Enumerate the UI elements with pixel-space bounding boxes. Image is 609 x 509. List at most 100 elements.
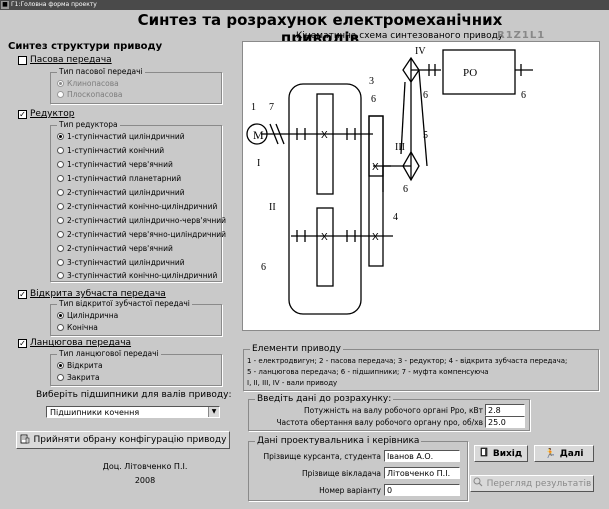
open-gear-radio[interactable] xyxy=(57,324,64,331)
chain-radio[interactable] xyxy=(57,362,64,369)
reducer-radio[interactable] xyxy=(57,231,64,238)
calc-heading: Введіть дані до розрахунку: xyxy=(255,394,394,404)
reducer-radio[interactable] xyxy=(57,272,64,279)
open-gear-checkbox-label: Відкрита зубчаста передача xyxy=(30,289,166,299)
kinematic-diagram: X X X X М РО 1 7 I II 3 6 4 III 6 5 IV 6… xyxy=(242,41,600,331)
calc-group: Введіть дані до розрахунку: Потужність н… xyxy=(248,394,530,431)
reducer-radio[interactable] xyxy=(57,245,64,252)
student-input[interactable]: Іванов А.О. xyxy=(384,450,460,462)
reducer-checkbox-box[interactable]: ✓ xyxy=(18,109,27,119)
variant-input[interactable]: 0 xyxy=(384,484,460,496)
open-gear-option-conical[interactable]: Конічна xyxy=(57,323,98,332)
reducer-checkbox[interactable]: ✓ Редуктор xyxy=(18,109,74,119)
reducer-type-group: Тип редуктора 1-ступінчастий циліндрични… xyxy=(50,120,226,282)
chain-checkbox-box[interactable]: ✓ xyxy=(18,338,27,348)
reducer-radio[interactable] xyxy=(57,203,64,210)
power-input[interactable]: 2.8 xyxy=(485,404,525,416)
view-results-button[interactable]: Перегляд результатів xyxy=(470,475,594,492)
chain-option-label: Закрита xyxy=(67,373,100,382)
reducer-option-label: 1-ступінчастий конічний xyxy=(67,146,165,155)
label-shaft-ii: II xyxy=(269,202,276,213)
chevron-down-icon[interactable]: ▼ xyxy=(208,407,219,417)
scheme-subtitle: Кінематична схема синтезованого приводу xyxy=(296,31,504,41)
reducer-radio[interactable] xyxy=(57,189,64,196)
runner-icon: 🏃 xyxy=(544,448,556,459)
belt-radio-flat[interactable] xyxy=(57,91,64,98)
label-6-d: 6 xyxy=(521,90,526,101)
reducer-radio[interactable] xyxy=(57,133,64,140)
reducer-option[interactable]: 2-ступінчастий черв'ячний xyxy=(57,244,173,253)
chain-checkbox[interactable]: ✓ Ланцюгова передача xyxy=(18,338,131,348)
label-shaft-i: I xyxy=(257,158,260,169)
label-5: 5 xyxy=(423,130,428,141)
open-gear-radio[interactable] xyxy=(57,312,64,319)
reducer-option[interactable]: 3-ступінчастий конічно-циліндричний xyxy=(57,271,217,280)
reducer-option[interactable]: 1-ступінчастий черв'ячний xyxy=(57,160,173,169)
accept-config-label: Прийняти обрану конфігурацію приводу xyxy=(33,435,227,445)
reducer-radio[interactable] xyxy=(57,217,64,224)
label-3: 3 xyxy=(369,76,374,87)
elements-group: Елементи приводу 1 - електродвигун; 2 - … xyxy=(243,344,599,391)
open-gear-checkbox[interactable]: ✓ Відкрита зубчаста передача xyxy=(18,289,166,299)
exit-button[interactable]: Вихід xyxy=(474,445,528,462)
elements-line-2: 5 - ланцюгова передача; 6 - підшипники; … xyxy=(247,368,489,376)
reducer-option[interactable]: 2-ступінчастий конічно-циліндричний xyxy=(57,202,217,211)
label-shaft-iii: III xyxy=(395,142,405,153)
reducer-option[interactable]: 2-ступінчастий циліндричний xyxy=(57,188,185,197)
student-label: Прізвище курсанта, студента xyxy=(263,452,381,461)
reducer-radio[interactable] xyxy=(57,259,64,266)
document-icon xyxy=(20,434,30,447)
app-icon[interactable]: ■ xyxy=(1,1,9,9)
author-year: 2008 xyxy=(134,476,156,485)
chain-checkbox-label: Ланцюгова передача xyxy=(30,338,132,348)
label-4: 4 xyxy=(393,212,398,223)
designer-heading: Дані проектувальника і керівника xyxy=(255,436,422,446)
reducer-option[interactable]: 1-ступінчастий циліндричний xyxy=(57,132,185,141)
reducer-option-label: 2-ступінчастий конічно-циліндричний xyxy=(67,202,218,211)
reducer-radio[interactable] xyxy=(57,175,64,182)
next-button[interactable]: 🏃 Далі xyxy=(534,445,594,462)
reducer-radio[interactable] xyxy=(57,161,64,168)
belt-type-group: Тип пасової передачі Клинопасова Плоскоп… xyxy=(50,67,222,104)
open-gear-option-cylindrical[interactable]: Циліндрична xyxy=(57,311,118,320)
label-6-c: 6 xyxy=(423,90,428,101)
belt-option-flat[interactable]: Плоскопасова xyxy=(57,90,123,99)
reducer-option[interactable]: 3-ступінчастий циліндричний xyxy=(57,258,185,267)
open-gear-type-legend: Тип відкритої зубчастої передачі xyxy=(57,299,192,308)
bearings-select[interactable]: Підшипники кочення ▼ xyxy=(46,406,220,418)
reducer-option[interactable]: 1-ступінчастий планетарний xyxy=(57,174,181,183)
belt-radio-wedge[interactable] xyxy=(57,80,64,87)
reducer-option-label: 2-ступінчастий черв'ячно-циліндричний xyxy=(67,230,227,239)
window-title: Г1:Головна форма проекту xyxy=(11,1,97,8)
chain-option-label: Відкрита xyxy=(67,361,103,370)
reducer-radio[interactable] xyxy=(57,147,64,154)
open-gear-type-group: Тип відкритої зубчастої передачі Циліндр… xyxy=(50,299,222,336)
chain-radio[interactable] xyxy=(57,374,64,381)
power-label: Потужність на валу робочого органі Рро, … xyxy=(303,406,483,415)
designer-group: Дані проектувальника і керівника Прізвищ… xyxy=(248,436,468,501)
belt-type-legend: Тип пасової передачі xyxy=(57,67,145,76)
reducer-option[interactable]: 2-ступінчастий циліндрично-черв'ячний xyxy=(57,216,226,225)
speed-input[interactable]: 25.0 xyxy=(485,416,525,428)
belt-checkbox-box[interactable] xyxy=(18,55,27,65)
label-7: 7 xyxy=(269,102,274,113)
belt-option-label: Плоскопасова xyxy=(67,90,123,99)
exit-label: Вихід xyxy=(492,448,523,459)
chain-option-closed[interactable]: Закрита xyxy=(57,373,100,382)
open-gear-option-label: Конічна xyxy=(67,323,98,332)
reducer-option-label: 2-ступінчастий циліндричний xyxy=(67,188,185,197)
accept-config-button[interactable]: Прийняти обрану конфігурацію приводу xyxy=(16,431,230,449)
chain-option-open[interactable]: Відкрита xyxy=(57,361,103,370)
speed-label: Частота обертання валу робочого органу n… xyxy=(276,418,483,427)
belt-checkbox[interactable]: Пасова передача xyxy=(18,55,112,65)
teacher-input[interactable]: Літовченко П.І. xyxy=(384,467,460,479)
belt-option-wedge[interactable]: Клинопасова xyxy=(57,79,119,88)
reducer-option[interactable]: 2-ступінчастий черв'ячно-циліндричний xyxy=(57,230,226,239)
view-results-icon xyxy=(473,477,483,490)
motor-label: М xyxy=(253,128,264,142)
reducer-option[interactable]: 1-ступінчастий конічний xyxy=(57,146,164,155)
belt-checkbox-label: Пасова передача xyxy=(30,55,112,65)
open-gear-checkbox-box[interactable]: ✓ xyxy=(18,289,27,299)
elements-line-1: 1 - електродвигун; 2 - пасова передача; … xyxy=(247,357,568,365)
reducer-option-label: 1-ступінчастий черв'ячний xyxy=(67,160,173,169)
